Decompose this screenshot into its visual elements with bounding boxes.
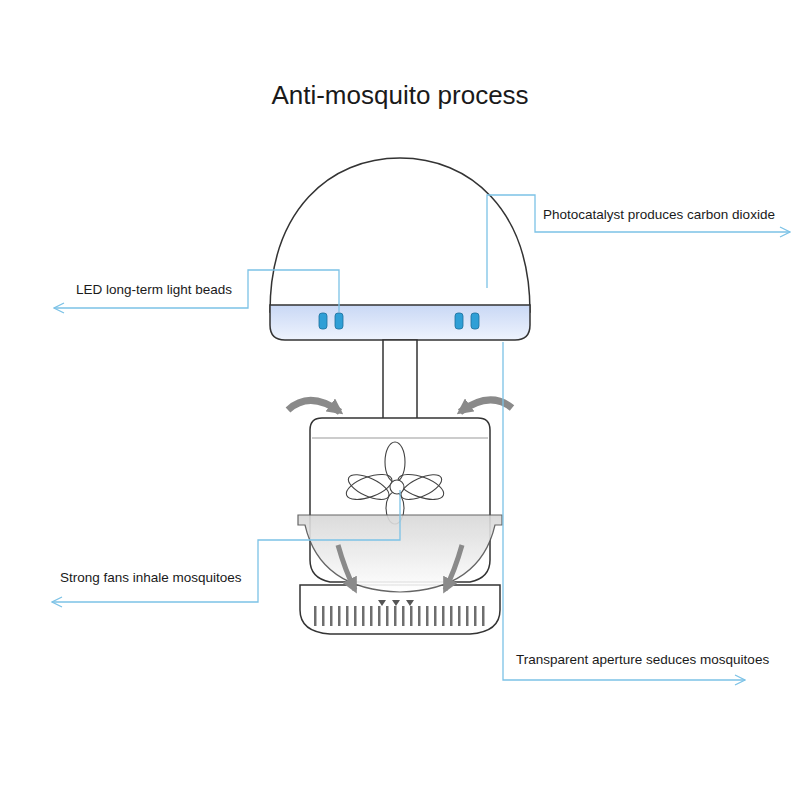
lamp-dome — [270, 158, 530, 312]
leader-lines — [52, 195, 790, 680]
callout-label: Transparent aperture seduces mosquitoes — [514, 652, 771, 667]
fan — [343, 442, 447, 524]
callout-label: Strong fans inhale mosquitoes — [58, 570, 244, 585]
callout-label: Photocatalyst produces carbon dioxide — [541, 207, 777, 222]
led-beads — [319, 313, 479, 329]
light-band — [270, 305, 530, 340]
diagram-title: Anti-mosquito process — [271, 80, 528, 111]
mosquito-dots — [378, 600, 414, 606]
callout-label: LED long-term light beads — [74, 282, 234, 297]
lamp-stem — [383, 340, 417, 422]
